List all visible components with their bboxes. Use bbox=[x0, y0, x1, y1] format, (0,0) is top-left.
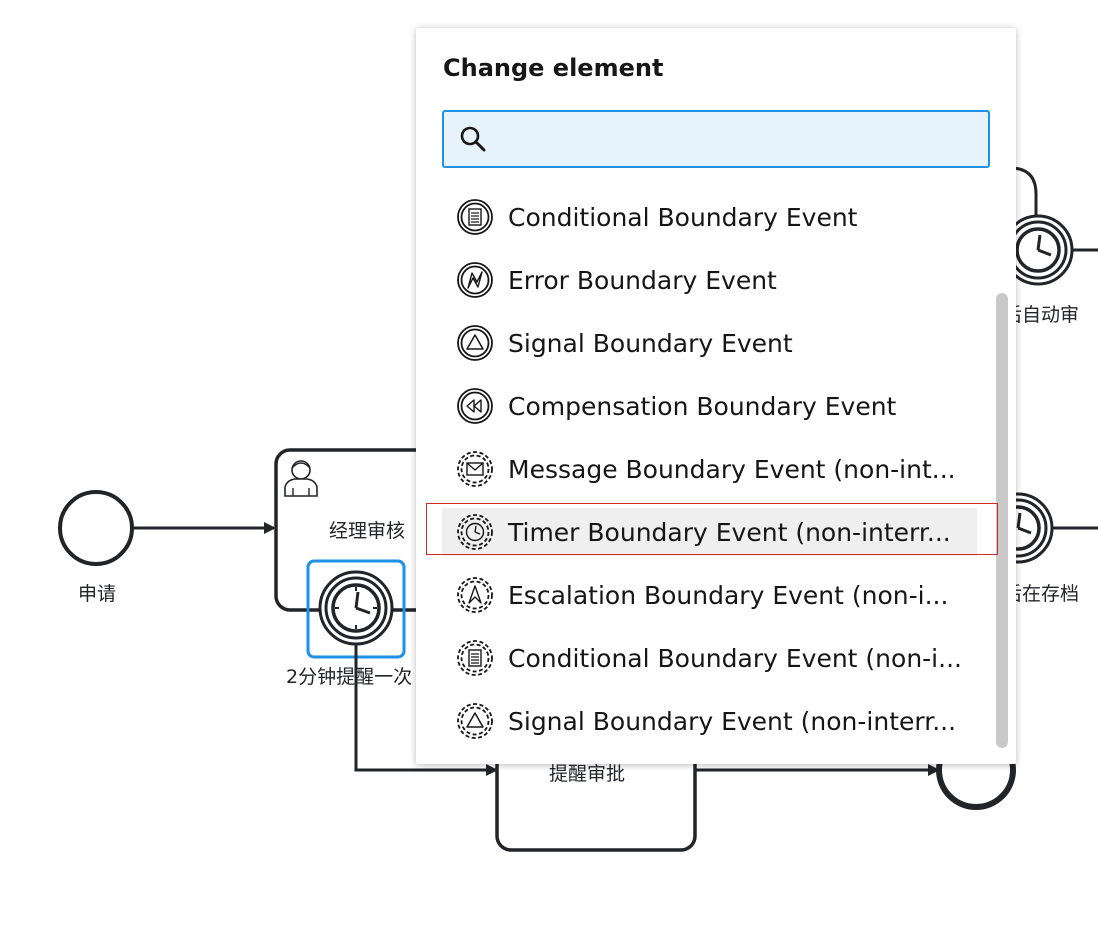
entry-label: Message Boundary Event (non-int... bbox=[508, 454, 956, 484]
entry-label: Conditional Boundary Event (non-i... bbox=[508, 643, 962, 673]
search-input[interactable] bbox=[498, 120, 982, 160]
entry-label: Timer Boundary Event (non-interr... bbox=[508, 517, 951, 547]
entry-label: Signal Boundary Event (non-interr... bbox=[508, 706, 957, 736]
entry-compensation-boundary-event[interactable]: Compensation Boundary Event bbox=[442, 382, 977, 430]
entry-label: Escalation Boundary Event (non-i... bbox=[508, 580, 949, 610]
archive-label: 后在存档 bbox=[1003, 583, 1080, 605]
entry-signal-boundary-event[interactable]: Signal Boundary Event bbox=[442, 319, 977, 367]
conditional-boundary-non-interrupting-icon bbox=[457, 640, 493, 676]
start-event[interactable] bbox=[58, 490, 134, 566]
remind-task-label: 提醒审批 bbox=[549, 763, 626, 785]
timer-intermediate-event-top[interactable] bbox=[1002, 214, 1074, 286]
signal-boundary-non-interrupting-icon bbox=[457, 703, 493, 739]
entry-label: Error Boundary Event bbox=[508, 265, 777, 295]
error-boundary-icon bbox=[457, 262, 493, 298]
entry-message-boundary-event-non-interrupting[interactable]: Message Boundary Event (non-int... bbox=[442, 445, 977, 493]
entry-label: Signal Boundary Event bbox=[508, 328, 793, 358]
escalation-boundary-non-interrupting-icon bbox=[457, 577, 493, 613]
entry-label: Compensation Boundary Event bbox=[508, 391, 897, 421]
user-icon bbox=[284, 460, 318, 497]
popup-title: Change element bbox=[443, 54, 664, 82]
scrollbar-thumb[interactable] bbox=[996, 293, 1008, 748]
entry-conditional-boundary-event-non-interrupting[interactable]: Conditional Boundary Event (non-i... bbox=[442, 634, 977, 682]
compensation-boundary-icon bbox=[457, 388, 493, 424]
entry-label: Conditional Boundary Event bbox=[508, 202, 858, 232]
timer-event-label: 2分钟提醒一次 bbox=[286, 666, 413, 688]
search-box[interactable] bbox=[442, 110, 990, 168]
timer-boundary-non-interrupting-icon bbox=[457, 514, 493, 550]
entry-signal-boundary-event-non-interrupting[interactable]: Signal Boundary Event (non-interr... bbox=[442, 697, 977, 745]
signal-boundary-icon bbox=[457, 325, 493, 361]
entry-escalation-boundary-event-non-interrupting[interactable]: Escalation Boundary Event (non-i... bbox=[442, 571, 977, 619]
entry-timer-boundary-event-non-interrupting[interactable]: Timer Boundary Event (non-interr... bbox=[442, 508, 977, 556]
entry-error-boundary-event[interactable]: Error Boundary Event bbox=[442, 256, 977, 304]
message-boundary-non-interrupting-icon bbox=[457, 451, 493, 487]
sequence-flow-timer-to-remind[interactable] bbox=[354, 644, 498, 776]
entry-conditional-boundary-event[interactable]: Conditional Boundary Event bbox=[442, 193, 977, 241]
auto-approve-label: 后自动审 bbox=[1003, 304, 1080, 326]
scrollbar[interactable] bbox=[996, 293, 1008, 748]
change-element-popup: Change element Conditional Boundary Even… bbox=[416, 28, 1016, 764]
search-icon bbox=[460, 126, 486, 152]
timer-boundary-event[interactable] bbox=[318, 570, 394, 646]
manager-task-label: 经理审核 bbox=[329, 520, 406, 542]
start-event-label: 申请 bbox=[78, 583, 117, 605]
conditional-boundary-icon bbox=[457, 199, 493, 235]
